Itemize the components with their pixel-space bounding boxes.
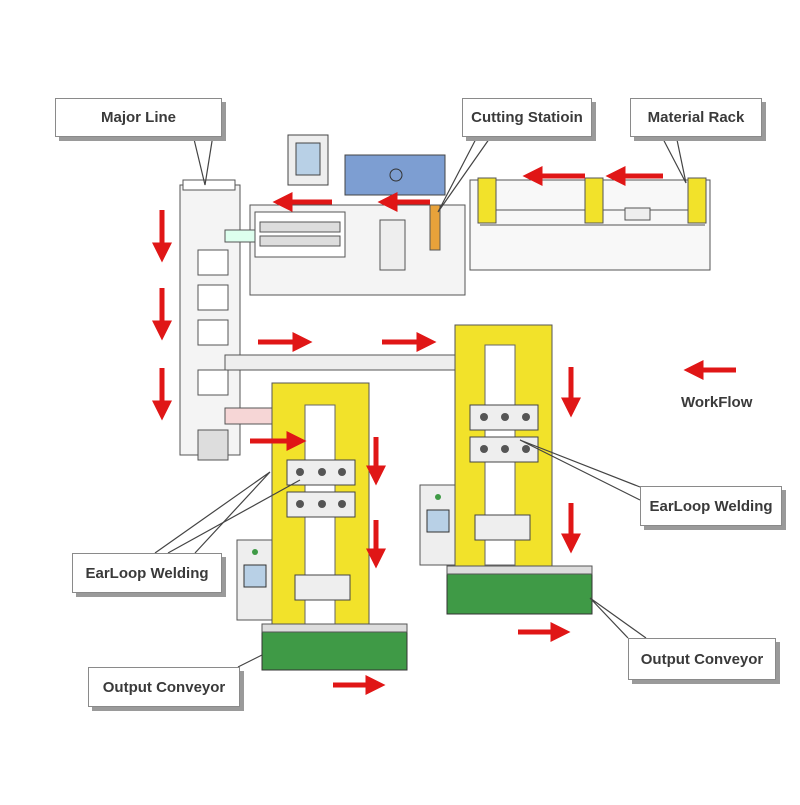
workflow-arrows bbox=[152, 166, 736, 695]
label-output-conveyor-left: Output Conveyor bbox=[88, 667, 240, 707]
cutter-bracket bbox=[287, 134, 329, 186]
callout-pointers bbox=[154, 134, 687, 668]
label-earloop-welding-left: EarLoop Welding bbox=[72, 553, 222, 593]
output-conveyor-right bbox=[446, 565, 593, 615]
label-output-conveyor-right: Output Conveyor bbox=[628, 638, 776, 680]
cutting-station-frame bbox=[249, 204, 466, 296]
earloop-welding-machine-right bbox=[454, 324, 553, 576]
workflow-legend-label: WorkFlow bbox=[681, 394, 753, 411]
output-conveyor-left bbox=[261, 623, 408, 671]
label-earloop-welding-right: EarLoop Welding bbox=[640, 486, 782, 526]
cutter-motor-unit bbox=[344, 154, 446, 196]
control-panel-left bbox=[236, 539, 273, 621]
label-material-rack: Material Rack bbox=[630, 98, 762, 137]
control-panel-right bbox=[419, 484, 456, 566]
material-rack bbox=[469, 177, 711, 271]
label-cutting-station: Cutting Statioin bbox=[462, 98, 592, 137]
earloop-welding-machine-left bbox=[271, 382, 370, 634]
label-major-line: Major Line bbox=[55, 98, 222, 137]
